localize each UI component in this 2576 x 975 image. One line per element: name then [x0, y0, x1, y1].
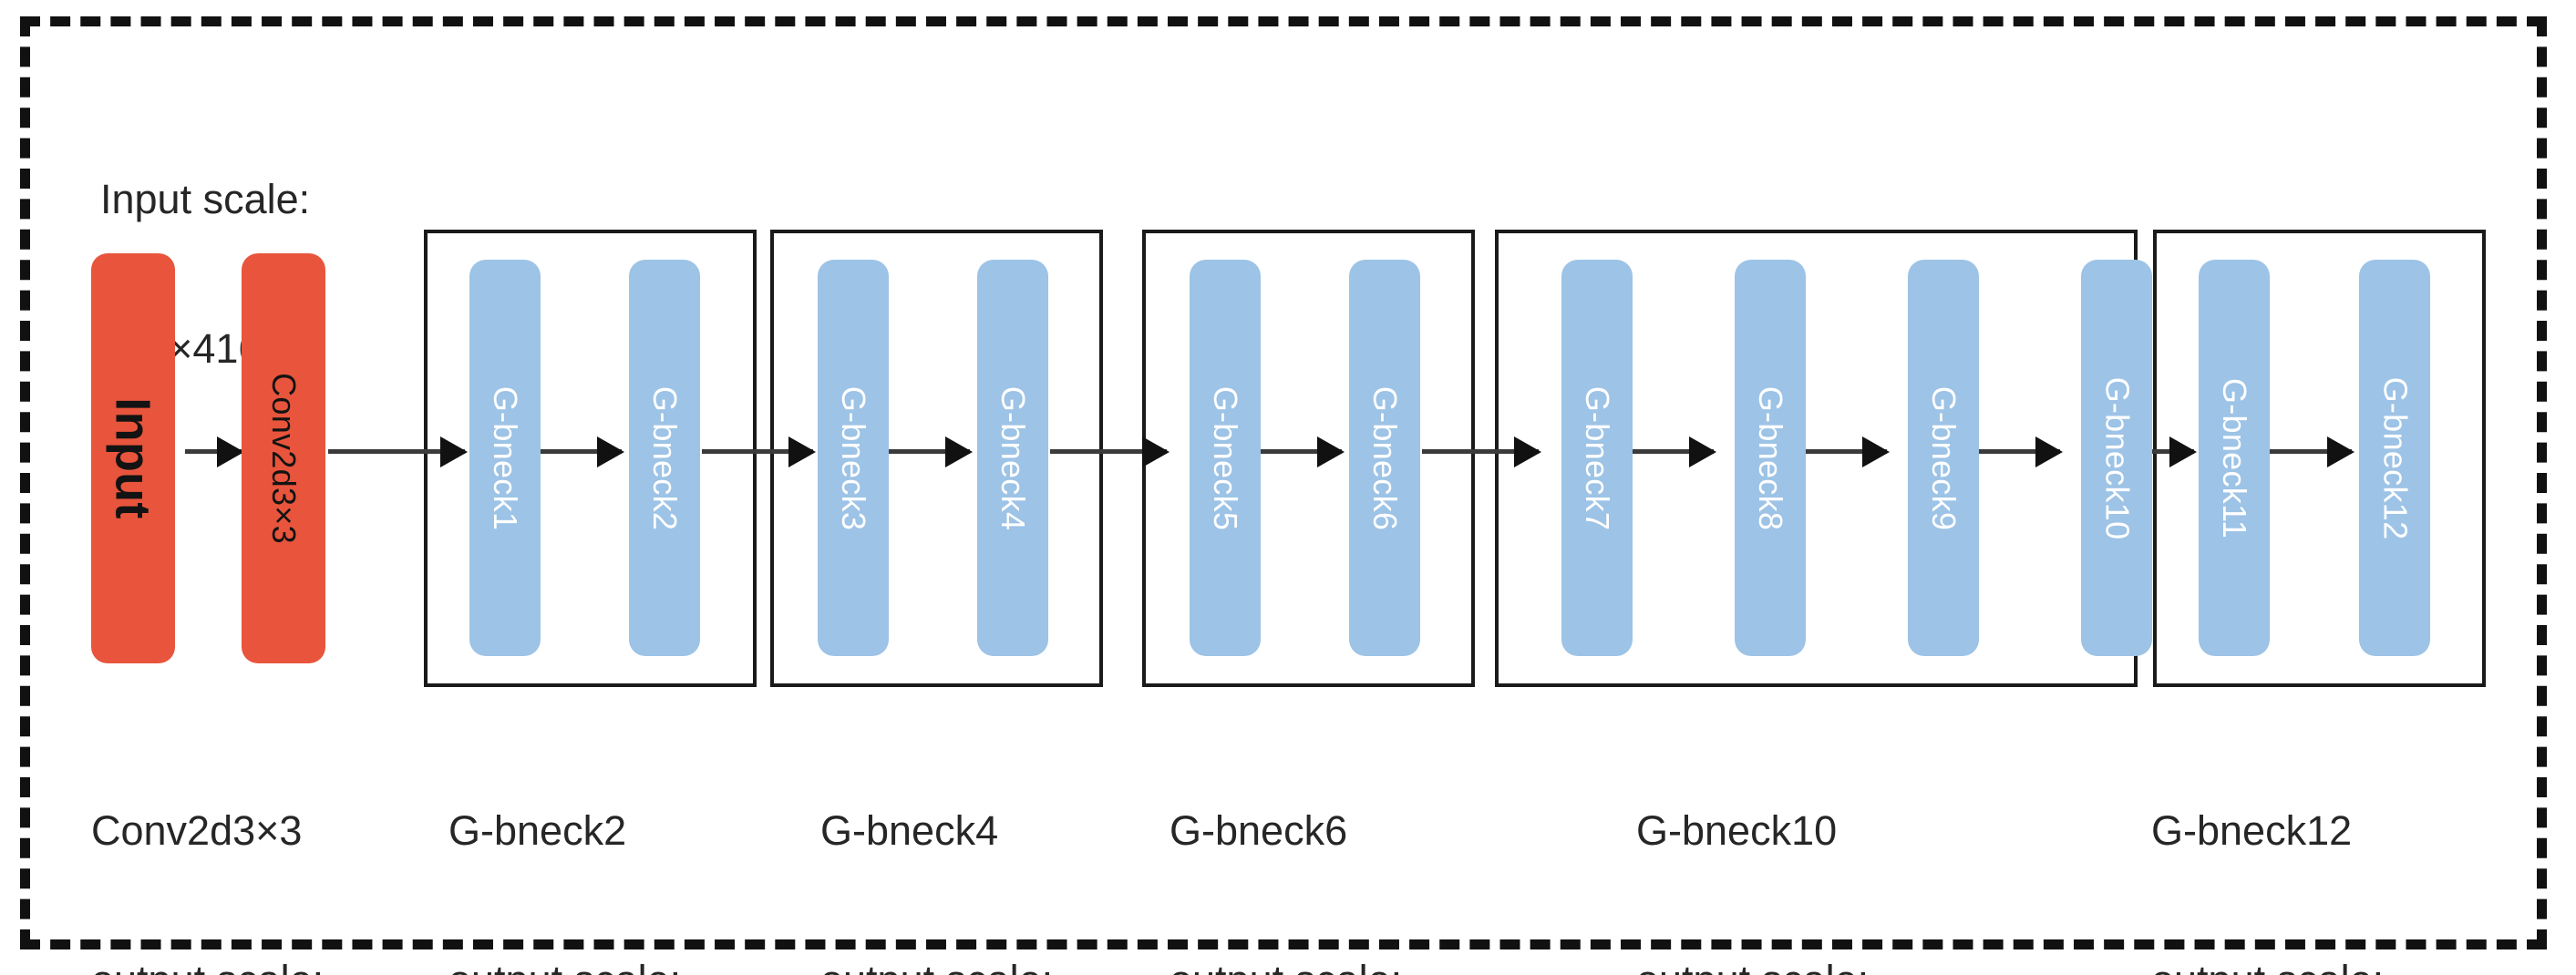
block-input-label: Input — [106, 397, 161, 519]
block-gbneck7[interactable]: G-bneck7 — [1561, 260, 1633, 656]
caption-gbneck4-label: output scale: — [820, 956, 1053, 975]
block-gbneck11-label: G-bneck11 — [2216, 377, 2254, 539]
caption-conv2d: Conv2d3×3 output scale: 208×208×16 — [91, 706, 324, 975]
caption-gbneck6-label: output scale: — [1170, 956, 1402, 975]
arrow-conv-to-gb1 — [328, 449, 465, 454]
block-gbneck3[interactable]: G-bneck3 — [818, 260, 889, 656]
block-gbneck4[interactable]: G-bneck4 — [977, 260, 1048, 656]
caption-gbneck10: G-bneck10 output scale: 26×26×112 — [1636, 706, 1869, 975]
block-gbneck7-label: G-bneck7 — [1579, 385, 1617, 530]
block-gbneck4-label: G-bneck4 — [994, 385, 1033, 530]
arrow-gb3-to-gb4 — [877, 449, 970, 454]
caption-gbneck12: G-bneck12 output scale: 13×13×160 — [2151, 706, 2384, 975]
caption-conv2d-name: Conv2d3×3 — [91, 806, 303, 854]
caption-gbneck12-name: G-bneck12 — [2151, 806, 2353, 854]
block-gbneck11[interactable]: G-bneck11 — [2199, 260, 2270, 656]
outer-dashed-frame — [20, 16, 2547, 949]
block-gbneck3-label: G-bneck3 — [835, 385, 873, 530]
block-gbneck5-label: G-bneck5 — [1207, 385, 1245, 530]
caption-gbneck2-label: output scale: — [448, 956, 681, 975]
block-gbneck9[interactable]: G-bneck9 — [1908, 260, 1979, 656]
caption-gbneck4-name: G-bneck4 — [820, 806, 999, 854]
block-gbneck10-label: G-bneck10 — [2098, 376, 2136, 539]
caption-conv2d-label: output scale: — [91, 956, 324, 975]
caption-gbneck6-name: G-bneck6 — [1170, 806, 1348, 854]
block-gbneck1-label: G-bneck1 — [487, 385, 525, 530]
block-gbneck6[interactable]: G-bneck6 — [1349, 260, 1420, 656]
arrow-gb5-to-gb6 — [1249, 449, 1342, 454]
block-gbneck2[interactable]: G-bneck2 — [629, 260, 700, 656]
block-gbneck9-label: G-bneck9 — [1925, 385, 1963, 530]
block-gbneck8-label: G-bneck8 — [1752, 385, 1790, 530]
block-conv2d[interactable]: Conv2d3×3 — [242, 253, 325, 663]
arrow-gb8-to-gb9 — [1794, 449, 1887, 454]
block-gbneck5[interactable]: G-bneck5 — [1190, 260, 1261, 656]
caption-gbneck10-label: output scale: — [1636, 956, 1869, 975]
block-gbneck1[interactable]: G-bneck1 — [469, 260, 541, 656]
block-gbneck2-label: G-bneck2 — [646, 385, 685, 530]
arrow-gb7-to-gb8 — [1621, 449, 1714, 454]
arrow-gb6-to-gb7 — [1422, 449, 1539, 454]
block-gbneck6-label: G-bneck6 — [1366, 385, 1405, 530]
caption-gbneck12-label: output scale: — [2151, 956, 2384, 975]
caption-gbneck6: G-bneck6 output scale: 26×26×80 — [1170, 706, 1402, 975]
caption-gbneck2-name: G-bneck2 — [448, 806, 627, 854]
block-gbneck12-label: G-bneck12 — [2376, 376, 2414, 539]
block-gbneck10[interactable]: G-bneck10 — [2081, 260, 2152, 656]
arrow-input-to-conv — [185, 449, 242, 454]
block-gbneck8[interactable]: G-bneck8 — [1735, 260, 1806, 656]
block-gbneck12[interactable]: G-bneck12 — [2359, 260, 2430, 656]
arrow-gb2-to-gb3 — [702, 449, 813, 454]
arrow-gb9-to-gb10 — [1967, 449, 2060, 454]
stage-group-1 — [424, 230, 757, 687]
arrow-gb4-to-gb5 — [1050, 449, 1167, 454]
stage-group-5 — [2153, 230, 2486, 687]
caption-gbneck2: G-bneck2 output scale: 104×104×24 — [448, 706, 681, 975]
arrow-gb11-to-gb12 — [2259, 449, 2352, 454]
input-scale-line1: Input scale: — [100, 175, 311, 222]
block-input[interactable]: Input — [91, 253, 175, 663]
arrow-gb1-to-gb2 — [529, 449, 622, 454]
caption-gbneck10-name: G-bneck10 — [1636, 806, 1838, 854]
block-conv2d-label: Conv2d3×3 — [265, 373, 304, 544]
stage-group-2 — [770, 230, 1103, 687]
caption-gbneck4: G-bneck4 output scale: 52×52×40 — [820, 706, 1053, 975]
